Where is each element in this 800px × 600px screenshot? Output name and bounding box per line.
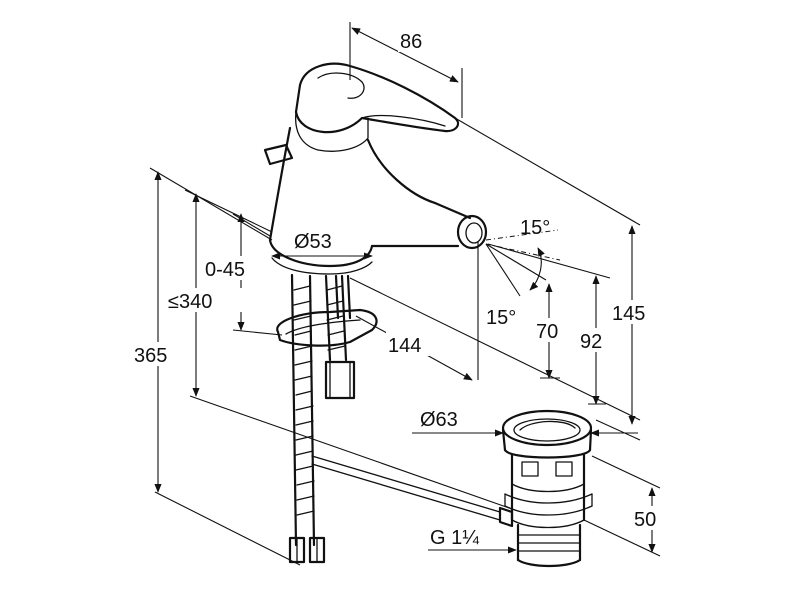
control-rod [311,455,501,513]
supply-hoses [276,273,378,564]
label-height-365: 365 [134,345,167,367]
label-height-92: 92 [580,331,602,353]
label-length-144: 144 [388,335,421,357]
label-height-145: 145 [612,303,645,325]
pop-up-waste [498,409,593,568]
label-diameter-63: Ø63 [420,409,458,431]
label-max-340: ≤340 [168,291,212,313]
label-angle-bottom: 15° [486,307,516,329]
label-angle-top: 15° [520,217,550,239]
label-thread-g: G 1¼ [430,527,479,549]
label-height-50: 50 [634,509,656,531]
label-diameter-53: Ø53 [294,231,332,253]
dimension-lines [149,22,661,566]
label-width-86: 86 [400,31,422,53]
label-height-70: 70 [536,321,558,343]
label-range-0-45: 0-45 [205,259,245,281]
